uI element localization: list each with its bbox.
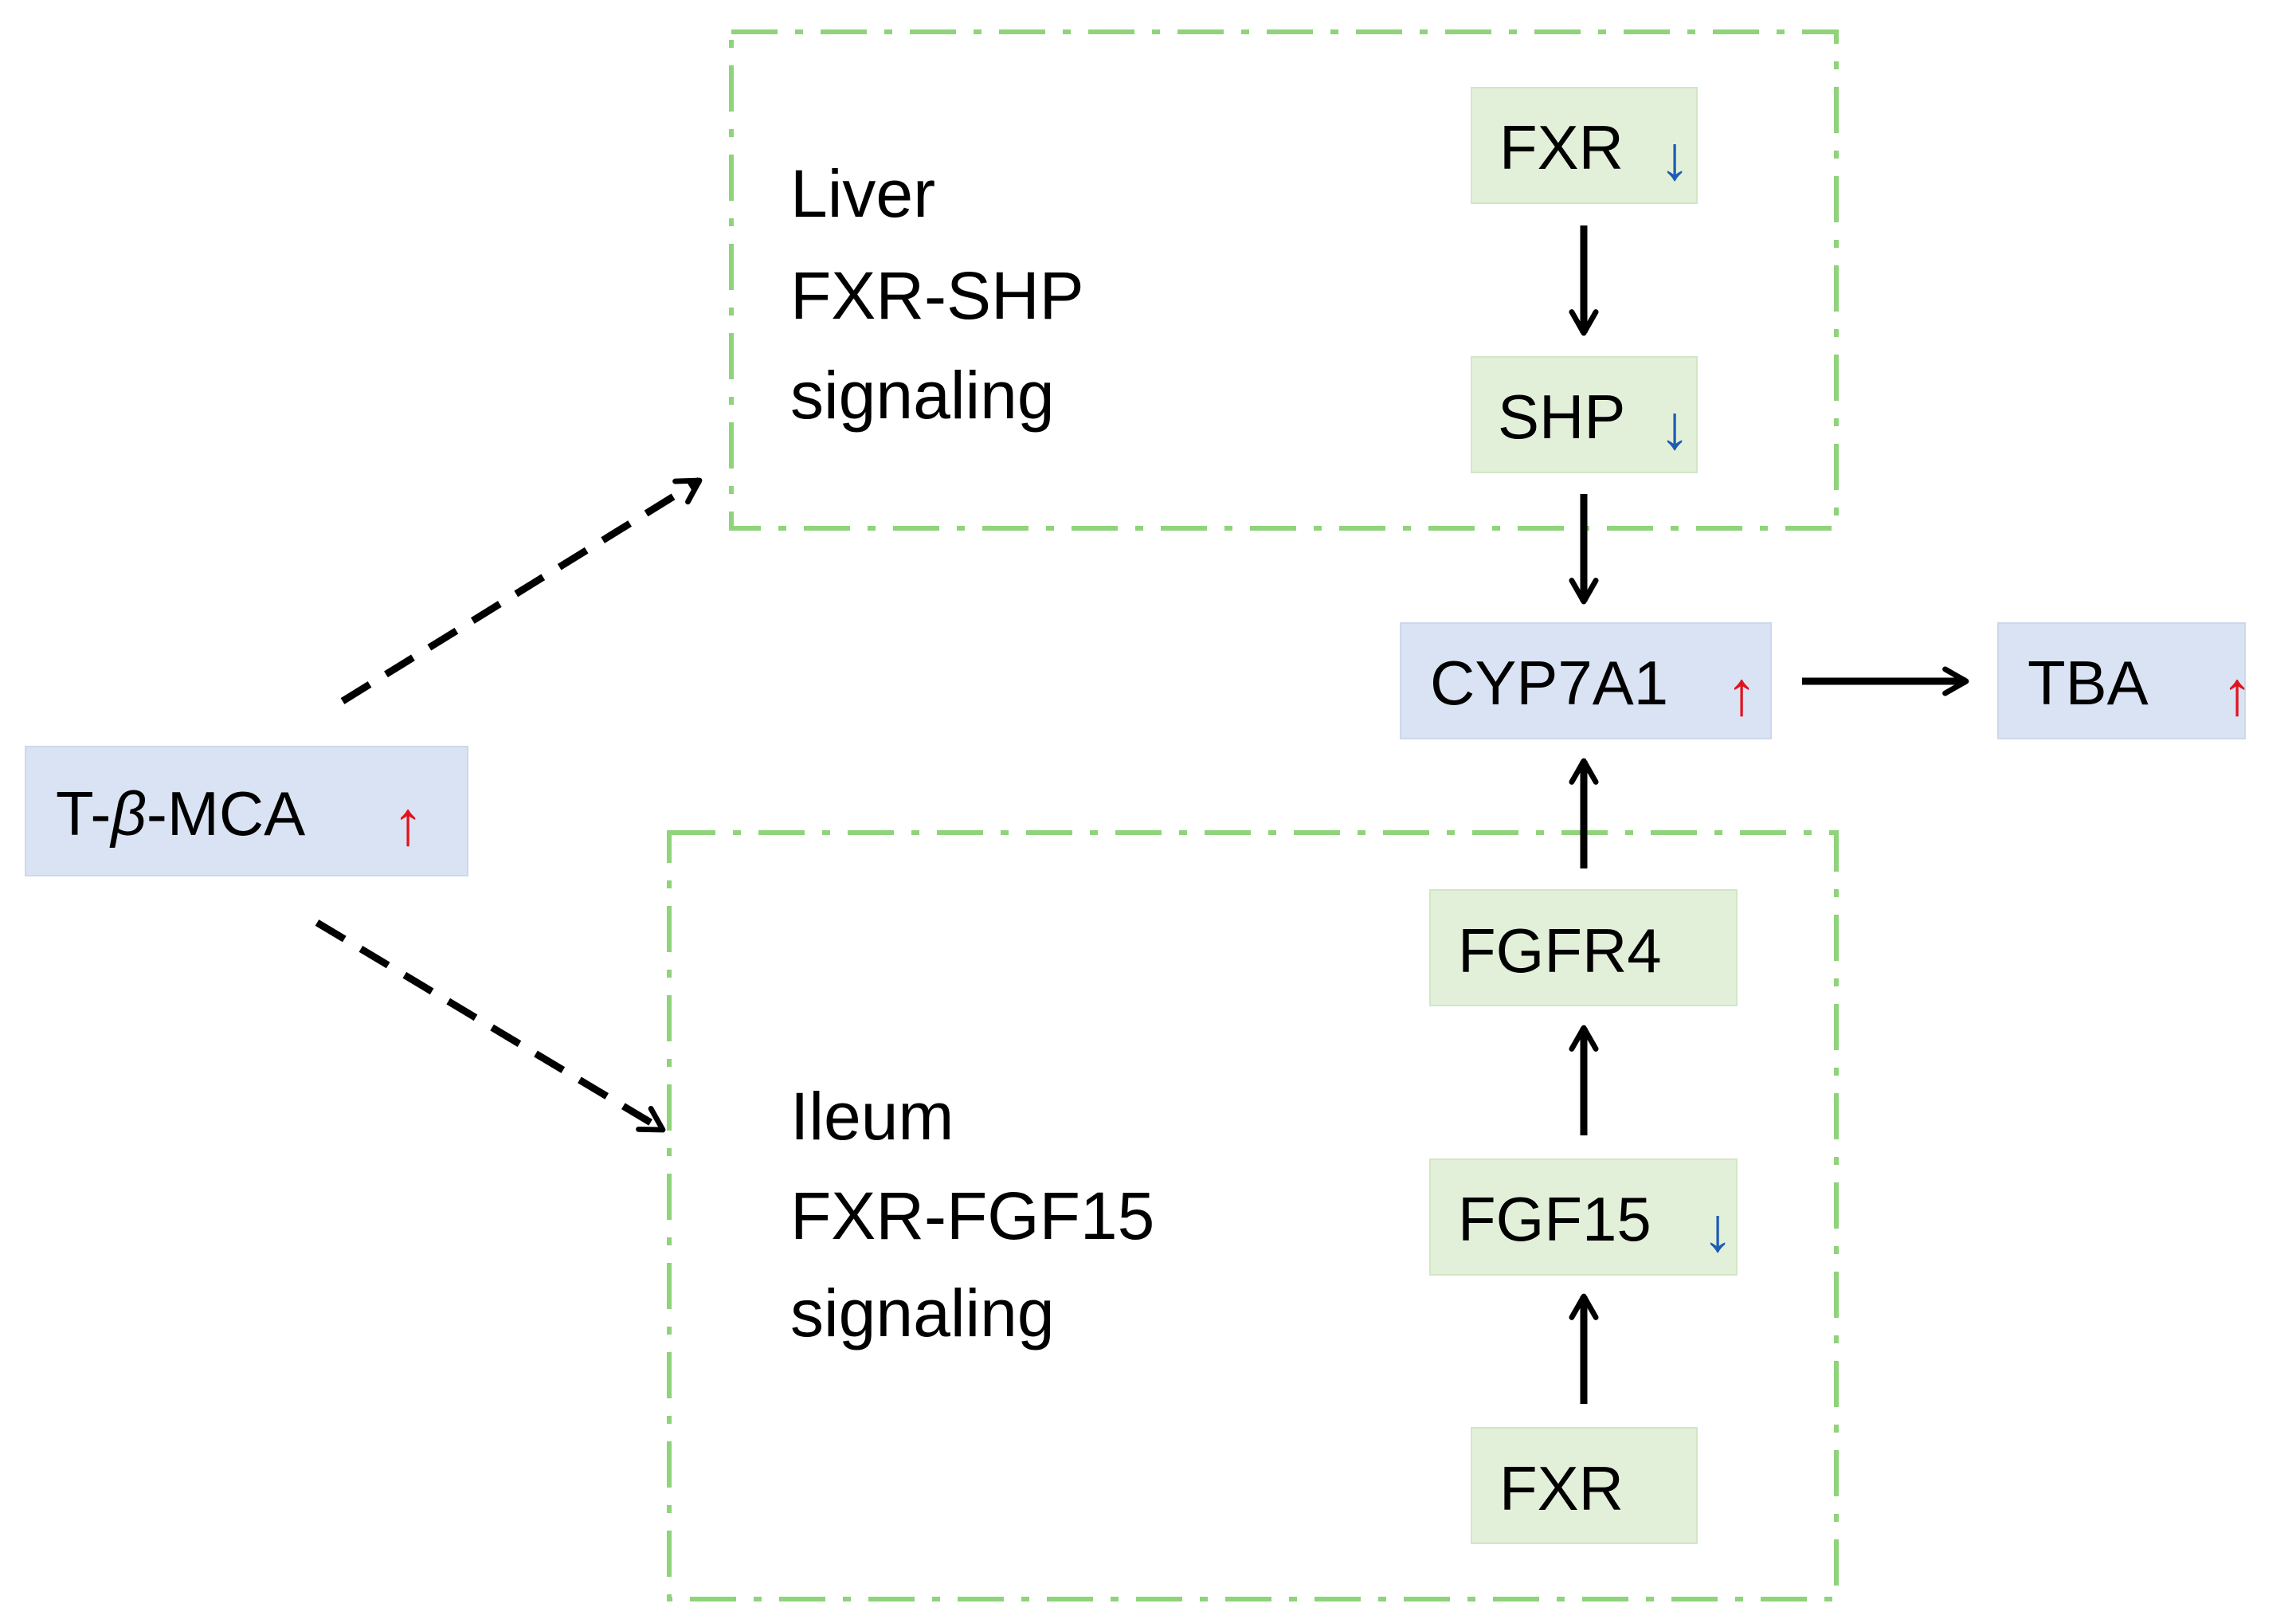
ileum-region-line-2: FXR-FGF15 — [790, 1178, 1154, 1253]
node-liver-fxr: FXR ↓ — [1471, 87, 1698, 204]
node-shp: SHP ↓ — [1471, 356, 1698, 473]
node-fgfr4: FGFR4 — [1429, 889, 1738, 1006]
liver-region-label: Liver FXR-SHP signaling — [790, 156, 1102, 433]
liver-region-line-3: signaling — [790, 358, 1055, 433]
ileum-region-box — [667, 830, 1839, 1601]
up-arrow-icon: ↑ — [1726, 658, 1757, 728]
node-tba: TBA ↑ — [1997, 622, 2253, 739]
down-arrow-icon: ↓ — [1702, 1194, 1734, 1264]
up-arrow-icon: ↑ — [393, 788, 424, 858]
liver-region-line-2: FXR-SHP — [790, 258, 1083, 333]
liver-region-box — [729, 29, 1839, 531]
liver-region-line-1: Liver — [790, 156, 935, 231]
dashed-arrow-to-liver — [340, 477, 703, 704]
node-ileum-fxr: FXR — [1471, 1427, 1698, 1544]
ileum-region-line-1: Ileum — [790, 1079, 954, 1154]
down-arrow-icon: ↓ — [1659, 123, 1691, 193]
node-liver-fxr-label: FXR — [1499, 112, 1624, 182]
down-arrow-icon: ↓ — [1659, 392, 1691, 462]
ileum-region-label: Ileum FXR-FGF15 signaling — [790, 1079, 1173, 1351]
node-cyp7a1: CYP7A1 ↑ — [1400, 622, 1772, 739]
dashed-arrow-to-ileum — [315, 919, 666, 1133]
node-fgf15: FGF15 ↓ — [1429, 1158, 1738, 1276]
node-shp-label: SHP — [1498, 382, 1625, 452]
node-tbmca: T-β-MCA ↑ — [25, 746, 468, 876]
node-tba-label: TBA — [2028, 648, 2149, 718]
node-fgf15-label: FGF15 — [1458, 1184, 1651, 1254]
node-cyp7a1-label: CYP7A1 — [1430, 648, 1668, 718]
up-arrow-icon: ↑ — [2222, 658, 2253, 728]
ileum-region-line-3: signaling — [790, 1276, 1055, 1351]
node-tbmca-label: T-β-MCA — [56, 778, 305, 849]
node-ileum-fxr-label: FXR — [1499, 1453, 1624, 1523]
node-fgfr4-label: FGFR4 — [1458, 915, 1662, 986]
